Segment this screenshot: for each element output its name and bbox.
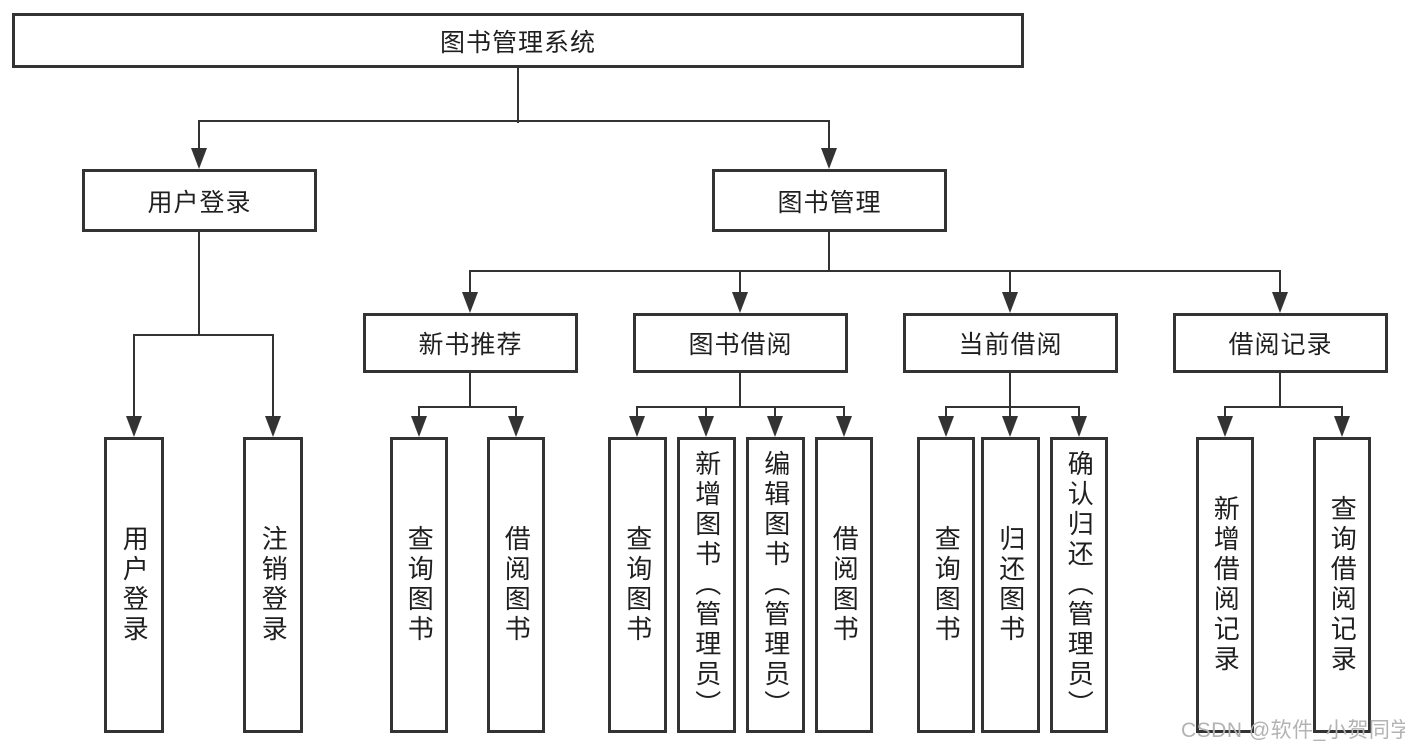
- leaf-logout: 注销登录: [243, 437, 303, 733]
- node-book-management: 图书管理: [712, 169, 947, 232]
- node-current-borrow-label: 当前借阅: [958, 331, 1063, 359]
- node-user-login: 用户登录: [82, 169, 317, 232]
- leaf-recommend-borrow-book-label: 借阅图书: [501, 525, 532, 645]
- leaf-add-book-admin: 新增图书（管理员）: [677, 437, 736, 733]
- node-root-label: 图书管理系统: [439, 28, 596, 57]
- node-user-login-label: 用户登录: [147, 188, 252, 217]
- leaf-edit-book-admin-label: 编辑图书（管理员）: [760, 450, 791, 720]
- node-current-borrow: 当前借阅: [903, 313, 1118, 373]
- leaf-current-query-book-label: 查询图书: [931, 525, 962, 645]
- leaf-user-login-label: 用户登录: [119, 525, 150, 645]
- leaf-confirm-return-admin-label: 确认归还（管理员）: [1064, 450, 1095, 720]
- leaf-recommend-query-book: 查询图书: [390, 437, 448, 733]
- leaf-query-borrow-record-label: 查询借阅记录: [1327, 495, 1358, 675]
- node-book-borrow-label: 图书借阅: [688, 331, 793, 359]
- leaf-borrow-book: 借阅图书: [815, 437, 873, 733]
- leaf-return-book-label: 归还图书: [995, 525, 1026, 645]
- leaf-current-query-book: 查询图书: [917, 437, 975, 733]
- node-book-borrow: 图书借阅: [633, 313, 848, 373]
- leaf-borrow-book-label: 借阅图书: [829, 525, 860, 645]
- leaf-recommend-query-book-label: 查询图书: [404, 525, 435, 645]
- leaf-add-borrow-record: 新增借阅记录: [1196, 437, 1254, 733]
- node-borrow-records-label: 借阅记录: [1228, 331, 1333, 359]
- leaf-query-borrow-record: 查询借阅记录: [1313, 437, 1371, 733]
- leaf-borrow-query-book-label: 查询图书: [622, 525, 653, 645]
- node-new-book-recommend-label: 新书推荐: [418, 331, 523, 359]
- leaf-logout-label: 注销登录: [258, 525, 289, 645]
- node-new-book-recommend: 新书推荐: [363, 313, 578, 373]
- leaf-recommend-borrow-book: 借阅图书: [487, 437, 545, 733]
- node-borrow-records: 借阅记录: [1173, 313, 1388, 373]
- watermark: CSDN @软件_小贺同学: [1181, 719, 1405, 742]
- node-root: 图书管理系统: [12, 13, 1024, 68]
- leaf-confirm-return-admin: 确认归还（管理员）: [1050, 437, 1108, 733]
- leaf-edit-book-admin: 编辑图书（管理员）: [746, 437, 805, 733]
- node-book-management-label: 图书管理: [777, 188, 882, 217]
- leaf-add-book-admin-label: 新增图书（管理员）: [691, 450, 722, 720]
- leaf-user-login: 用户登录: [104, 437, 164, 733]
- leaf-add-borrow-record-label: 新增借阅记录: [1210, 495, 1241, 675]
- leaf-borrow-query-book: 查询图书: [608, 437, 667, 733]
- leaf-return-book: 归还图书: [981, 437, 1040, 733]
